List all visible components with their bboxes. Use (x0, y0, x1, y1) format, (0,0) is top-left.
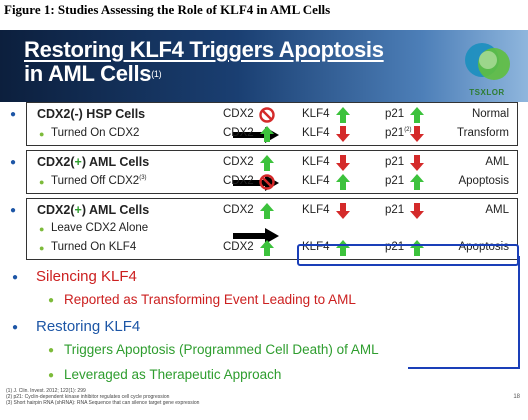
highlight-connector (518, 256, 520, 368)
bullet-silencing-klf4: Silencing KLF4 (36, 268, 137, 285)
up-arrow-icon (259, 125, 275, 143)
bullet-dot: ● (48, 345, 55, 356)
slide-title-banner: Restoring KLF4 Triggers Apoptosis in AML… (0, 30, 528, 102)
footnotes: (1) J. Clin. Invest. 2012; 122(1): 299 (… (6, 388, 199, 406)
condition-label: Turned Off CDX2(3) (39, 175, 147, 187)
panel-row: Turned Off CDX2(3) CDX2 KLF4 p21 Apoptos… (27, 173, 517, 191)
panel-row: CDX2(+) AML Cells CDX2 KLF4 p21 AML (27, 202, 517, 220)
p21-label: p21(2) (385, 127, 412, 139)
panel-cdx2-negative-hsp: CDX2(-) HSP Cells CDX2 KLF4 p21 Normal T… (26, 102, 518, 146)
bullet-dot: ● (12, 322, 19, 333)
panel-cdx2-positive-aml-klf4-on: CDX2(+) AML Cells CDX2 KLF4 p21 AML Leav… (26, 198, 518, 260)
p21-label: p21 (385, 108, 405, 120)
panel-heading: CDX2(+) AML Cells (37, 155, 150, 169)
bullet-restoring-klf4: Restoring KLF4 (36, 318, 141, 335)
panel-bullet: ● (10, 205, 17, 216)
bullet-reported-transforming: Reported as Transforming Event Leading t… (64, 292, 356, 307)
bullet-dot: ● (48, 370, 55, 381)
slide-title-line2: in AML Cells (24, 61, 152, 86)
up-arrow-icon (409, 173, 425, 191)
bullet-therapeutic-approach: Leveraged as Therapeutic Approach (64, 367, 282, 382)
panel-row: Turned On CDX2 CDX2 KLF4 p21(2) Transfor… (27, 125, 517, 143)
result-label: AML (485, 156, 509, 168)
result-label: Normal (471, 108, 509, 120)
down-arrow-icon (409, 202, 425, 220)
result-label: Transform (457, 127, 509, 139)
company-logo-text: TSXLOR (469, 88, 505, 97)
slide-title: Restoring KLF4 Triggers Apoptosis in AML… (24, 38, 384, 86)
prohibited-icon (259, 106, 275, 124)
cdx2-label: CDX2 (223, 175, 254, 187)
slide-title-line1: Restoring KLF4 Triggers Apoptosis (24, 37, 384, 62)
panel-heading: CDX2(+) AML Cells (37, 203, 150, 217)
klf4-label: KLF4 (302, 204, 330, 216)
panel-bullet: ● (10, 109, 17, 120)
panel-row: CDX2(+) AML Cells CDX2 KLF4 p21 AML (27, 154, 517, 172)
highlight-connector (408, 367, 520, 369)
panel-heading: CDX2(-) HSP Cells (37, 107, 146, 121)
condition-label: Turned On KLF4 (39, 241, 136, 253)
up-arrow-icon (335, 173, 351, 191)
p21-label: p21 (385, 156, 405, 168)
down-arrow-icon (335, 125, 351, 143)
klf4-label: KLF4 (302, 108, 330, 120)
footnote: (3) Short hairpin RNA (shRNA): RNA Seque… (6, 400, 200, 406)
down-arrow-icon (409, 125, 425, 143)
figure-caption: Figure 1: Studies Assessing the Role of … (4, 2, 331, 17)
condition-label: Turned On CDX2 (39, 127, 139, 139)
result-label: AML (485, 204, 509, 216)
down-arrow-icon (335, 154, 351, 172)
company-logo-icon (465, 43, 510, 80)
klf4-label: KLF4 (302, 127, 330, 139)
cdx2-label: CDX2 (223, 127, 254, 139)
klf4-label: KLF4 (302, 175, 330, 187)
p21-label: p21 (385, 175, 405, 187)
up-arrow-icon (259, 154, 275, 172)
p21-label: p21 (385, 204, 405, 216)
slide-title-ref: (1) (151, 69, 162, 79)
klf4-label: KLF4 (302, 156, 330, 168)
bullet-dot: ● (12, 272, 19, 283)
footnote: (2) p21: Cyclin-dependent kinase inhibit… (6, 394, 170, 400)
highlight-box (297, 244, 519, 266)
panel-row: Leave CDX2 Alone (27, 220, 517, 244)
up-arrow-icon (259, 239, 275, 257)
right-arrow-icon (233, 228, 279, 244)
footnote: (1) J. Clin. Invest. 2012; 122(1): 299 (6, 388, 86, 394)
up-arrow-icon (259, 202, 275, 220)
bullet-triggers-apoptosis: Triggers Apoptosis (Programmed Cell Deat… (64, 342, 379, 357)
panel-row: CDX2(-) HSP Cells CDX2 KLF4 p21 Normal (27, 106, 517, 124)
cdx2-label: CDX2 (223, 204, 254, 216)
up-arrow-icon (409, 106, 425, 124)
bullet-dot: ● (48, 295, 55, 306)
up-arrow-icon (335, 106, 351, 124)
down-arrow-icon (335, 202, 351, 220)
cdx2-label: CDX2 (223, 108, 254, 120)
result-label: Apoptosis (458, 175, 509, 187)
cdx2-label: CDX2 (223, 156, 254, 168)
down-arrow-icon (409, 154, 425, 172)
page-number: 18 (513, 394, 520, 400)
panel-bullet: ● (10, 157, 17, 168)
right-arrow-icon (233, 175, 279, 191)
panel-cdx2-positive-aml-knockdown: CDX2(+) AML Cells CDX2 KLF4 p21 AML Turn… (26, 150, 518, 194)
cdx2-label: CDX2 (223, 241, 254, 253)
prohibited-icon (259, 173, 275, 191)
condition-label: Leave CDX2 Alone (39, 222, 148, 234)
slide: Restoring KLF4 Triggers Apoptosis in AML… (0, 20, 528, 420)
